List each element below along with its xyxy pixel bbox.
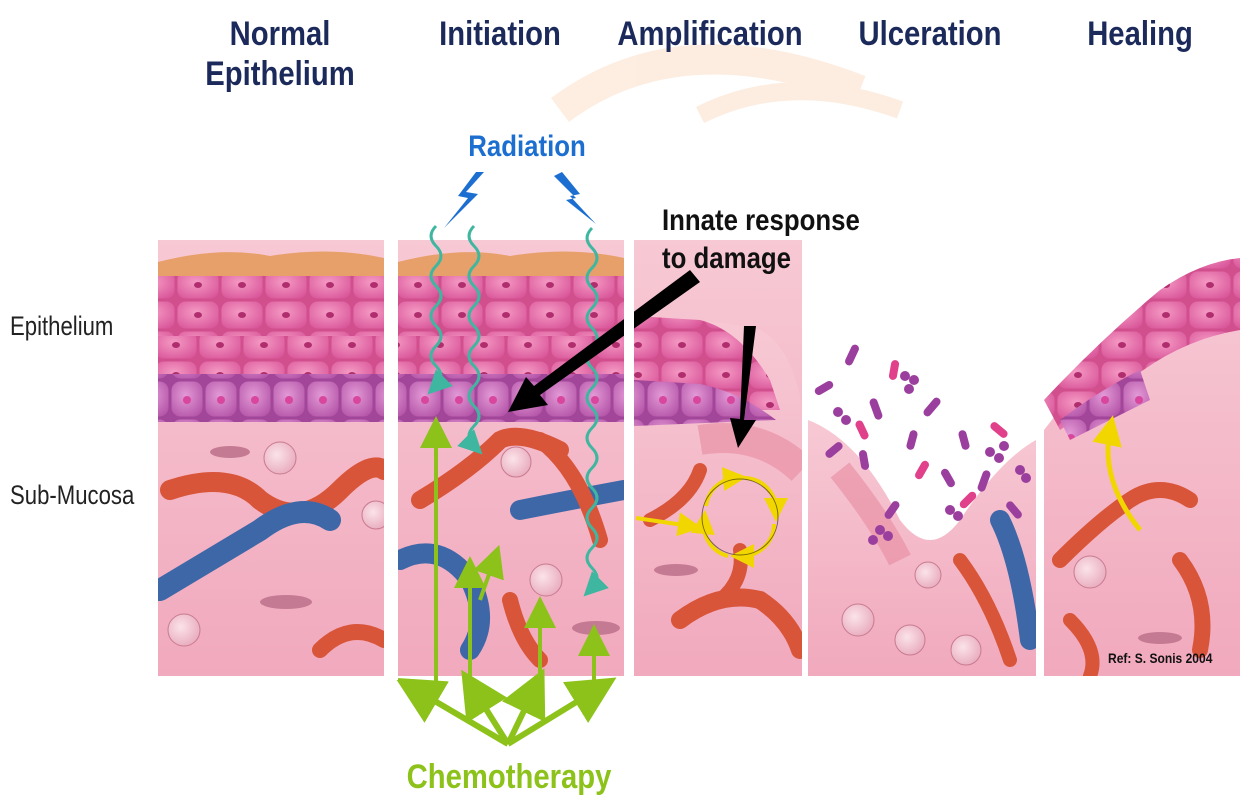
stage-title-initiation-line1: Initiation — [427, 14, 573, 54]
background-watermark — [560, 59, 900, 115]
innate-response-label: Innate response to damage — [662, 202, 860, 278]
stage-title-healing-line1: Healing — [1071, 14, 1209, 54]
stage-title-ulceration: Ulceration — [853, 14, 1008, 54]
innate-response-line2: to damage — [662, 240, 860, 278]
stage-title-normal-line2: Epithelium — [203, 54, 358, 94]
radiation-label: Radiation — [463, 130, 592, 164]
submucosa-layer-label: Sub-Mucosa — [10, 480, 134, 511]
stage-title-amplification: Amplification — [615, 14, 804, 54]
innate-response-line1: Innate response — [662, 202, 860, 240]
stage-title-healing: Healing — [1071, 14, 1209, 54]
panel-normal-epithelium — [158, 240, 390, 676]
panel-ulceration — [808, 240, 1036, 676]
panel-healing — [1044, 240, 1240, 676]
epithelium-layer-label: Epithelium — [10, 311, 113, 342]
panel-initiation — [398, 240, 624, 676]
chemotherapy-label: Chemotherapy — [402, 758, 617, 797]
stage-title-ulceration-line1: Ulceration — [853, 14, 1008, 54]
chemotherapy-fan-arrows — [416, 690, 596, 744]
reference-label: Ref: S. Sonis 2004 — [1108, 650, 1212, 666]
stage-title-initiation: Initiation — [427, 14, 573, 54]
stage-title-amplification-line1: Amplification — [615, 14, 804, 54]
radiation-lightning-icons — [444, 172, 596, 228]
stage-title-normal: Normal Epithelium — [203, 14, 358, 94]
stage-title-normal-line1: Normal — [203, 14, 358, 54]
